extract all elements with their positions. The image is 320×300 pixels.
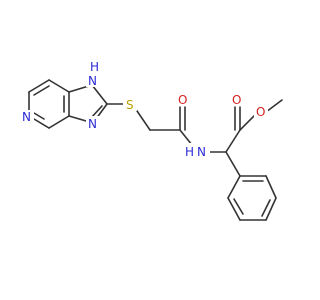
molecule-structure-diagram: H N N N S O H N O O <box>20 60 283 221</box>
bond <box>48 115 70 129</box>
label-mask <box>20 110 34 124</box>
bond <box>28 79 50 93</box>
label-mask <box>123 97 137 111</box>
bond <box>225 129 241 153</box>
label-mask <box>230 92 244 106</box>
atom-s: S <box>126 98 134 112</box>
molecule-svg: H N N N S O H N O O <box>20 60 283 221</box>
bond <box>265 175 277 199</box>
atom-n-amide: N <box>197 145 206 159</box>
bond <box>91 84 108 105</box>
bond <box>227 197 241 221</box>
atom-n-imidazole-nh: N <box>88 74 97 88</box>
bond-double <box>33 85 50 96</box>
atom-o-ester-carbonyl: O <box>232 93 241 107</box>
atom-n-imidazole: N <box>88 117 97 131</box>
label-mask <box>86 116 100 130</box>
bond-double <box>261 199 271 217</box>
label-mask <box>86 73 100 87</box>
label-mask <box>184 143 210 157</box>
label-mask <box>254 104 268 118</box>
bond <box>239 113 257 131</box>
bond <box>48 79 70 93</box>
bond-double <box>233 198 244 215</box>
atom-h-imidazole: H <box>90 60 99 74</box>
bond-double <box>33 112 45 120</box>
bond <box>227 175 241 199</box>
bond <box>265 197 277 221</box>
atom-o-ester: O <box>256 105 265 119</box>
atom-o-amide: O <box>178 93 187 107</box>
atom-n-pyridine: N <box>22 110 31 124</box>
label-mask <box>176 92 190 106</box>
bond <box>265 99 283 113</box>
atom-h-amide: H <box>185 145 194 159</box>
bond <box>134 107 151 131</box>
bond <box>225 151 241 177</box>
